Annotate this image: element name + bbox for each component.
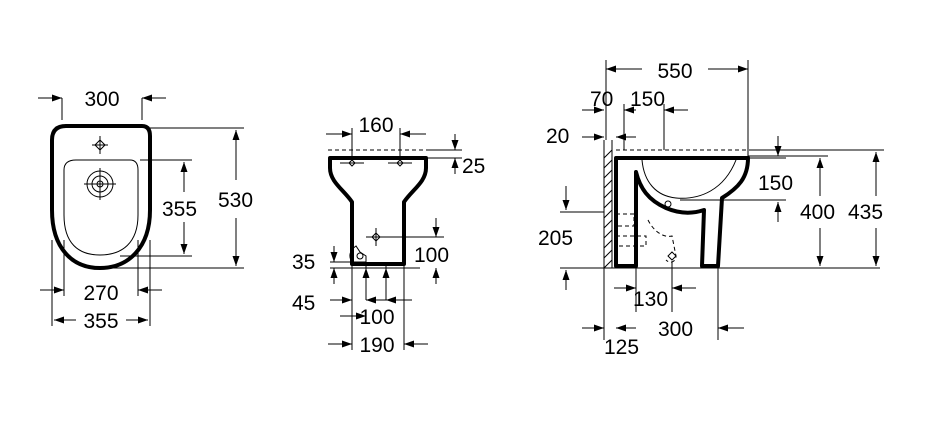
dim-fixing-spacing: 100 bbox=[359, 306, 394, 329]
dim-wall-to-outlet: 125 bbox=[604, 336, 639, 359]
front-drain-trap bbox=[349, 245, 367, 263]
front-view: 160 25 35 100 45 100 bbox=[292, 114, 485, 357]
dim-base-width-front: 190 bbox=[359, 334, 394, 357]
dim-overall-width: 355 bbox=[83, 310, 118, 333]
dim-rim-offset: 25 bbox=[462, 155, 485, 178]
dim-top-width: 300 bbox=[84, 88, 119, 111]
dim-base-width: 270 bbox=[83, 282, 118, 305]
front-view-outline bbox=[328, 156, 428, 266]
side-view-outline bbox=[614, 156, 750, 268]
dim-overall-depth: 550 bbox=[657, 60, 692, 83]
dim-wall-gap: 20 bbox=[546, 125, 569, 148]
dim-wall-to-tap: 70 bbox=[590, 88, 613, 111]
dim-base-depth: 300 bbox=[658, 318, 693, 341]
dim-rim-drop: 150 bbox=[758, 172, 793, 195]
dim-tap-to-center: 150 bbox=[630, 88, 665, 111]
side-view-bowl bbox=[641, 159, 737, 199]
dim-drain-height: 35 bbox=[292, 251, 315, 274]
dim-overall-height: 435 bbox=[848, 201, 883, 224]
top-view-bowl bbox=[63, 159, 139, 256]
top-view: 300 530 355 270 355 bbox=[38, 88, 253, 333]
dim-tap-spacing: 160 bbox=[358, 114, 393, 137]
dim-inlet-height: 100 bbox=[414, 244, 449, 267]
dim-inlet-offset: 45 bbox=[292, 292, 315, 315]
dim-rim-height: 400 bbox=[800, 201, 835, 224]
dim-depth: 530 bbox=[218, 189, 253, 212]
dim-outlet-height: 205 bbox=[538, 227, 573, 250]
top-view-outline bbox=[50, 124, 152, 270]
dim-bowl-length: 355 bbox=[162, 198, 197, 221]
dim-outlet-to-base: 130 bbox=[633, 288, 668, 311]
side-view: 550 70 150 20 150 400 435 205 bbox=[538, 60, 884, 359]
